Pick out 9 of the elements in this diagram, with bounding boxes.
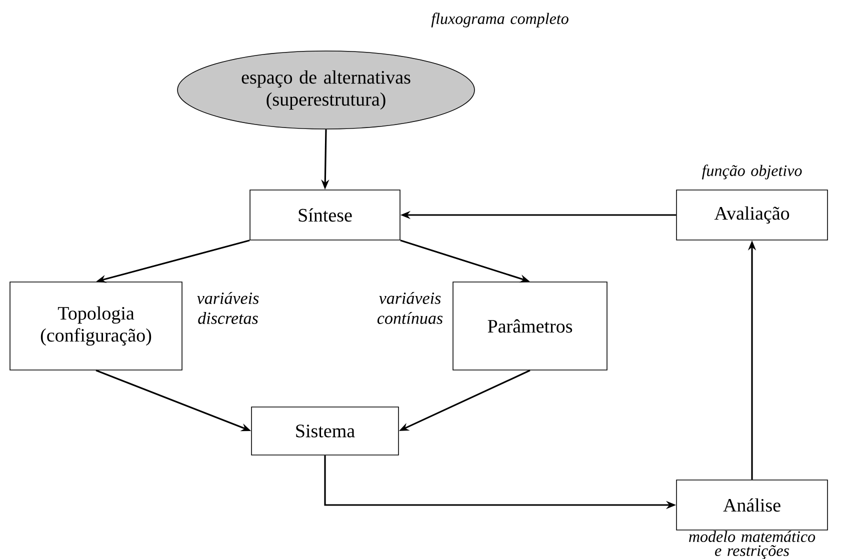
process-box: Avaliação: [676, 190, 828, 240]
annotation-text: modelo matemático e restrições: [689, 530, 816, 559]
annotation-text: fluxograma completo: [431, 12, 568, 28]
process-box: Síntese: [250, 190, 400, 240]
annotation-text: função objetivo: [702, 164, 802, 180]
process-box: Topologia (configuração): [10, 282, 182, 370]
process-box: Parâmetros: [452, 282, 608, 370]
process-box: Análise: [676, 480, 828, 530]
process-box: Sistema: [251, 406, 399, 456]
